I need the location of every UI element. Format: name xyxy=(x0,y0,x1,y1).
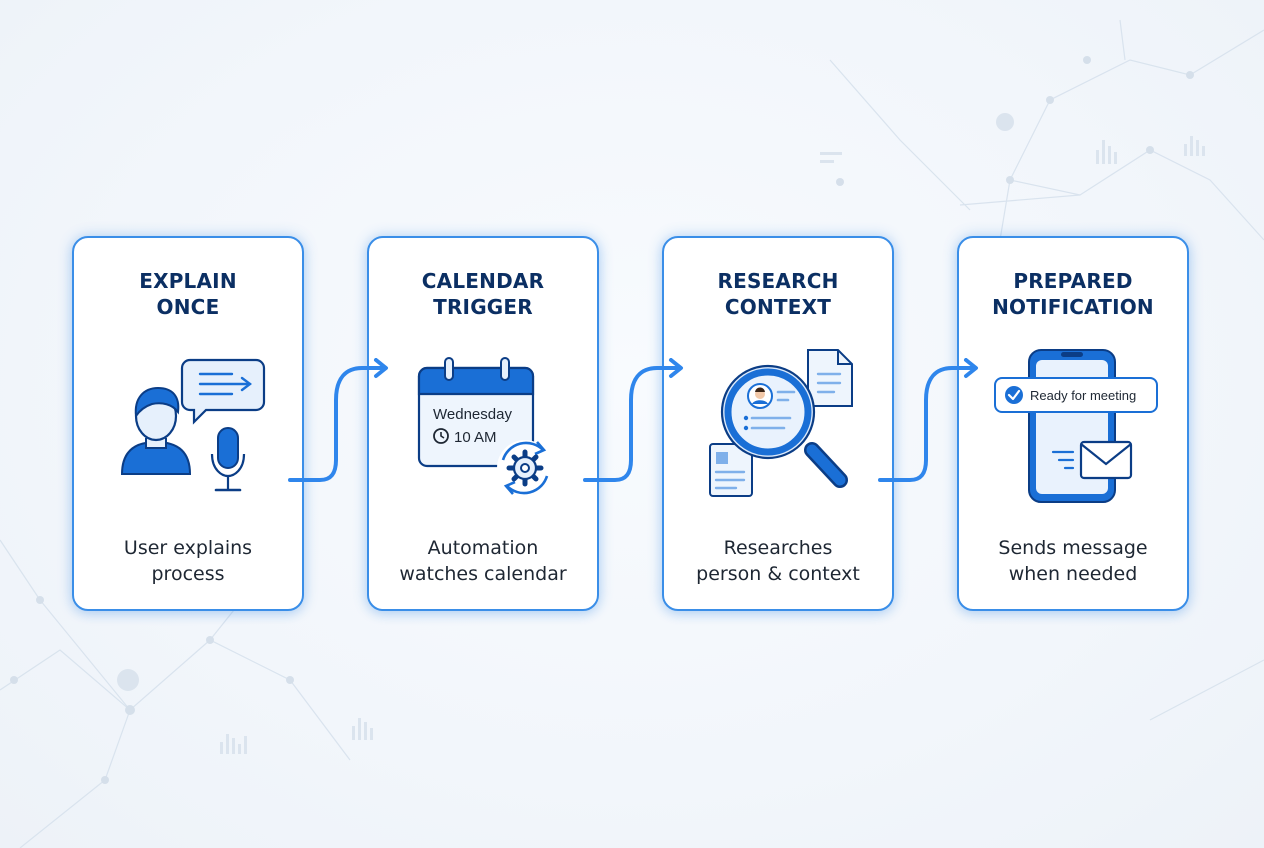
step-title-line-2: CONTEXT xyxy=(724,295,832,319)
step-description-line-2: process xyxy=(151,563,225,585)
notification-badge: Ready for meeting xyxy=(994,377,1158,413)
step-title: PREPARED NOTIFICATION xyxy=(959,268,1187,320)
step-title-line-2: NOTIFICATION xyxy=(992,295,1154,319)
clock-icon xyxy=(433,428,449,444)
step-title-line-1: EXPLAIN xyxy=(139,269,237,293)
step-title-line-1: RESEARCH xyxy=(717,269,839,293)
step-title-line-1: CALENDAR xyxy=(421,269,545,293)
phone-notification-icon: Ready for meeting xyxy=(994,349,1158,503)
step-description-line-1: Researches xyxy=(723,537,833,559)
check-icon xyxy=(1005,386,1023,404)
step-description-line-1: Sends message xyxy=(998,537,1148,559)
step-description: Automation watches calendar xyxy=(369,535,597,587)
gear-icon xyxy=(506,449,544,487)
calendar-day-label: Wednesday xyxy=(433,406,512,423)
step-description-line-2: watches calendar xyxy=(399,563,567,585)
calendar-time-label: 10 AM xyxy=(454,429,497,446)
step-title-line-2: TRIGGER xyxy=(433,295,533,319)
step-description-line-1: Automation xyxy=(427,537,539,559)
step-card-calendar-trigger: CALENDAR TRIGGER Wednesday 10 AM xyxy=(367,236,599,611)
flow-arrow-connector xyxy=(583,358,683,482)
step-description: Sends message when needed xyxy=(959,535,1187,587)
step-title-line-2: ONCE xyxy=(156,295,220,319)
step-title: EXPLAIN ONCE xyxy=(74,268,302,320)
magnifier-profile-icon xyxy=(709,349,853,497)
calendar-gear-icon: Wednesday 10 AM xyxy=(417,357,553,496)
envelope-icon xyxy=(1051,440,1133,480)
flow-arrow-connector xyxy=(288,358,388,482)
step-card-prepared-notification: PREPARED NOTIFICATION Ready for meeting xyxy=(957,236,1189,611)
step-card-explain-once: EXPLAIN ONCE User explains process xyxy=(72,236,304,611)
user-speaking-icon xyxy=(120,358,266,492)
step-description-line-2: when needed xyxy=(1008,563,1138,585)
step-description-line-1: User explains xyxy=(123,537,253,559)
step-description: Researches person & context xyxy=(664,535,892,587)
step-card-research-context: RESEARCH CONTEXT xyxy=(662,236,894,611)
step-title: RESEARCH CONTEXT xyxy=(664,268,892,320)
step-description: User explains process xyxy=(74,535,302,587)
flow-arrow-connector xyxy=(878,358,978,482)
step-title-line-1: PREPARED xyxy=(1013,269,1133,293)
document-icon xyxy=(807,349,853,407)
step-description-line-2: person & context xyxy=(696,563,860,585)
notification-text: Ready for meeting xyxy=(1030,388,1136,403)
document-icon xyxy=(709,443,753,497)
step-title: CALENDAR TRIGGER xyxy=(369,268,597,320)
